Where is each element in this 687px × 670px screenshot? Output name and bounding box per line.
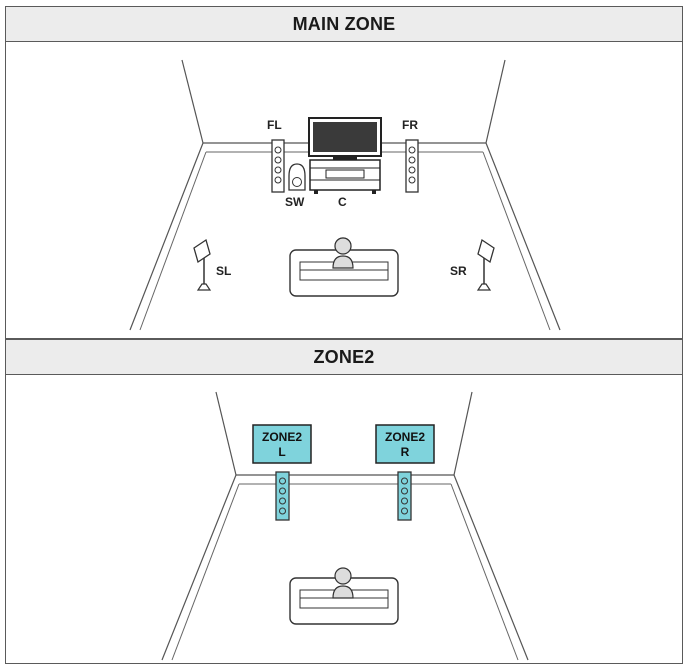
front-left-speaker-icon bbox=[271, 139, 285, 193]
label-sl: SL bbox=[216, 264, 231, 278]
tv-icon bbox=[308, 117, 382, 194]
zone2-title: ZONE2 bbox=[6, 340, 682, 375]
zone2-right-label-line1: ZONE2 bbox=[385, 430, 425, 444]
surround-right-speaker-icon bbox=[476, 238, 495, 291]
label-fl: FL bbox=[267, 118, 282, 132]
zone2-room-walls bbox=[161, 391, 529, 661]
zone2-right-label-box: ZONE2 R bbox=[375, 424, 435, 464]
label-c: C bbox=[338, 195, 347, 209]
zone2-listener-sofa-icon bbox=[289, 567, 399, 625]
listener-sofa-icon bbox=[289, 237, 399, 297]
main-zone-title: MAIN ZONE bbox=[6, 7, 682, 42]
zone2-left-label-box: ZONE2 L bbox=[252, 424, 312, 464]
label-sw: SW bbox=[285, 195, 305, 209]
label-sr: SR bbox=[450, 264, 467, 278]
front-right-speaker-icon bbox=[405, 139, 419, 193]
zone2-left-label-line1: ZONE2 bbox=[262, 430, 302, 444]
zone2-right-speaker-icon bbox=[397, 471, 412, 521]
zone2-right-label-line2: R bbox=[401, 445, 410, 459]
surround-left-speaker-icon bbox=[193, 238, 212, 291]
zone2-left-label-line2: L bbox=[278, 445, 285, 459]
zone2-left-speaker-icon bbox=[275, 471, 290, 521]
label-fr: FR bbox=[402, 118, 418, 132]
subwoofer-icon bbox=[288, 163, 306, 191]
